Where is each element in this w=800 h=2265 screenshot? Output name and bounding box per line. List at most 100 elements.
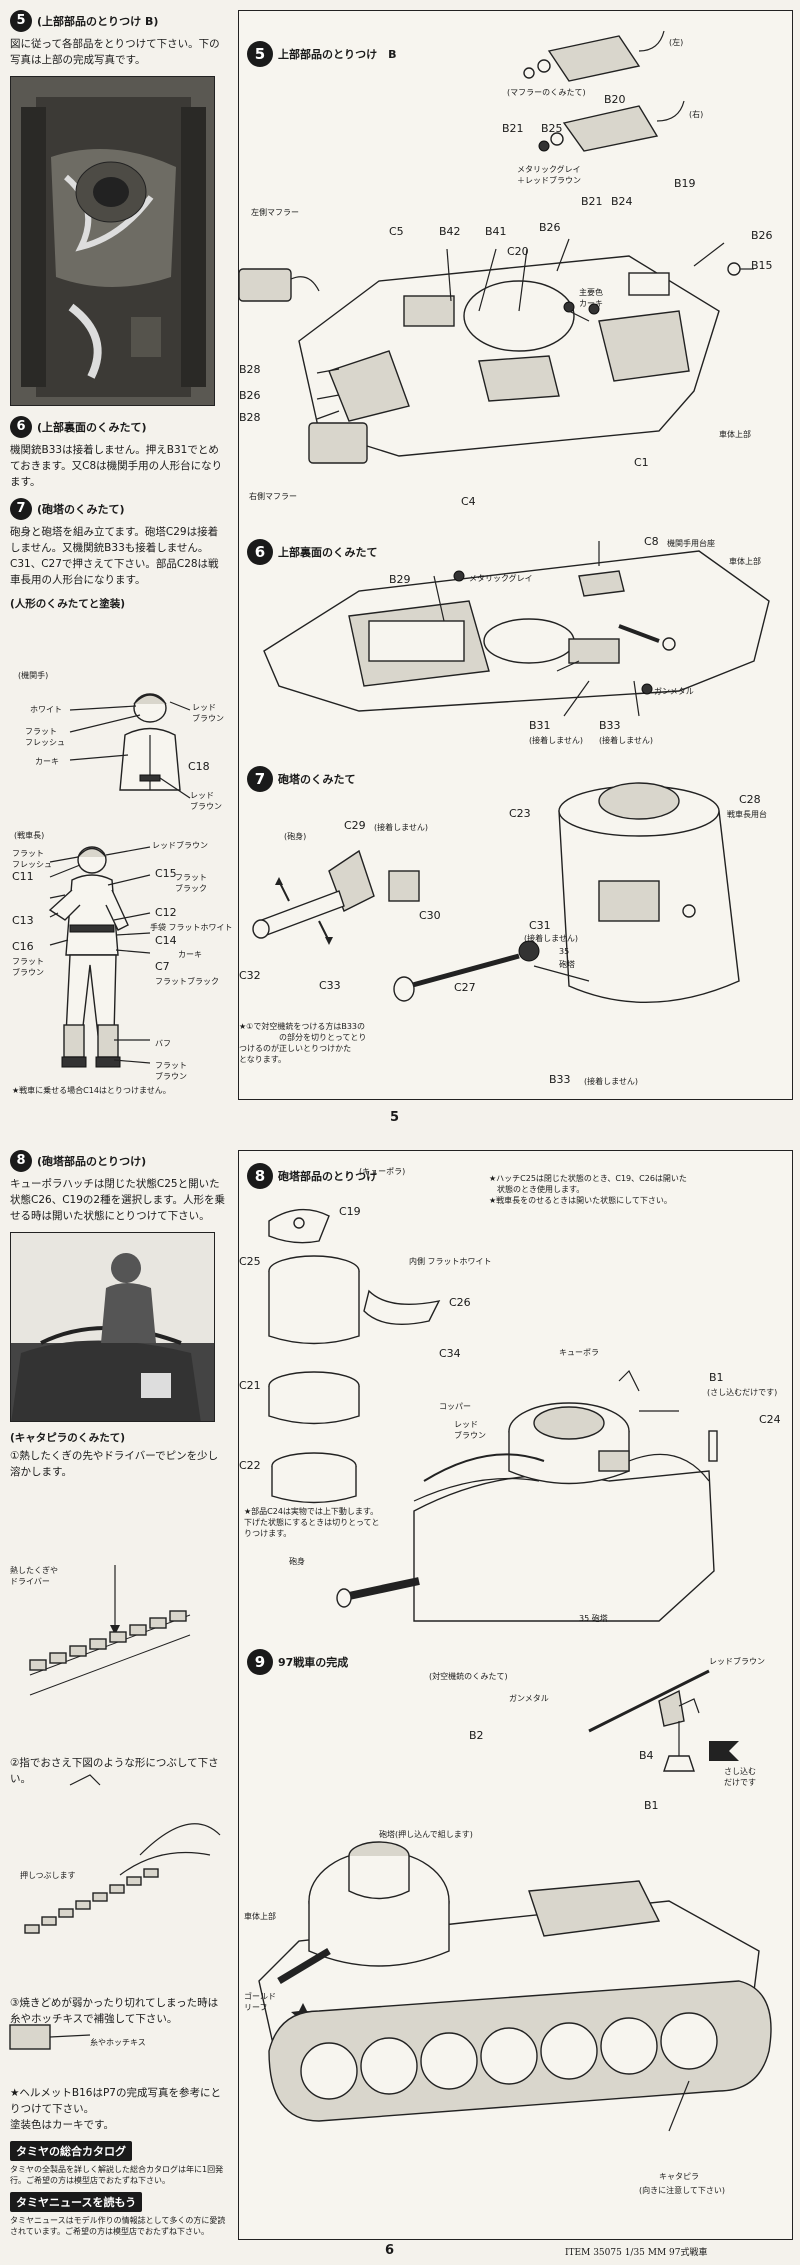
part-b25: B25: [541, 122, 563, 135]
b33-note-7: (接着しません): [584, 1077, 639, 1086]
part-c33: C33: [319, 979, 341, 992]
cupola-title: (キューポラ): [359, 1167, 406, 1176]
part-c31: C31: [529, 919, 551, 932]
turret-35-label: 35 砲塔: [579, 1614, 608, 1623]
c28-note: 戦車長用台: [727, 810, 767, 819]
step-5-number: 5: [10, 10, 32, 32]
driver-label-red-brown-top: レッド ブラウン: [192, 703, 224, 723]
commander-label-c7: C7: [155, 960, 170, 973]
gunmetal-label-9: ガンメタル: [509, 1694, 549, 1703]
part-b41: B41: [485, 225, 507, 238]
right-side-label: (右): [689, 110, 704, 119]
figure-painting-guide: (機関手) ホワイト フラット フレッシュ カーキ レッド ブラウン C18 レ…: [10, 660, 233, 1100]
commander-photo-illustration: [11, 1233, 214, 1421]
part-c29: C29: [344, 819, 366, 832]
part-b26b: B26: [751, 229, 773, 242]
panel-step-6-number: 6: [247, 539, 273, 565]
part-c30: C30: [419, 909, 441, 922]
news-text: タミヤニュースはモデル作りの情報誌として多くの方に愛読されています。ご希望の方は…: [10, 2216, 226, 2236]
step-5-hull-diagram: [238, 30, 754, 464]
panel-step-7-title: 砲塔のくみたて: [278, 773, 356, 786]
panel-step-8-header: 8 砲塔部品のとりつけ: [247, 1163, 377, 1189]
commander-label-red-brown: レッドブラウン: [152, 841, 208, 850]
tracks-step-3: ③焼きどめが弱かったり切れてしまった時は糸やホッチキスで補強して下さい。: [10, 1997, 219, 2025]
commander-label-flat-black-2: フラットブラック: [155, 977, 219, 986]
gunmetal-label: ガンメタル: [654, 687, 694, 696]
page6-left-column: 8 (砲塔部品のとりつけ) キューポラハッチは閉じた状態C25と開いた状態C26…: [10, 1150, 228, 1488]
footer-item-code: ITEM 35075 1/35 MM 97式戦車: [565, 2248, 708, 2258]
metallic-grey-red-brown: メタリックグレイ ＋レッドブラウン: [517, 165, 581, 185]
commander-label-c12: C12: [155, 906, 177, 919]
part-b2: B2: [469, 1729, 484, 1742]
commander-label-flat-brown: フラット ブラウン: [12, 957, 44, 977]
commander-label-flat-brown-2: フラット ブラウン: [155, 1061, 187, 1081]
right-muffler-label: 右側マフラー: [249, 492, 297, 501]
news-banner: タミヤニュースを読もう: [10, 2192, 143, 2212]
red-brown-label-9: レッドブラウン: [709, 1657, 765, 1666]
page-number-5: 5: [390, 1110, 400, 1125]
turret-label: 砲塔: [559, 960, 575, 969]
step-7-title: (砲塔のくみたて): [37, 503, 125, 516]
part-b1-8: B1: [709, 1371, 724, 1384]
tracks-title: (キャタピラのくみたて): [10, 1432, 126, 1444]
turret-press-label: 砲塔(押し込んで組します): [379, 1830, 473, 1839]
commander-label-c13: C13: [12, 914, 34, 927]
part-b4: B4: [639, 1749, 654, 1762]
helmet-note: ★ヘルメットB16はP7の完成写真を参考にとりつけて下さい。 塗装色はカーキです…: [10, 2087, 221, 2131]
figure-painting-title: (人形のくみたてと塗装): [10, 598, 126, 610]
driver-title: (機関手): [18, 671, 49, 680]
heated-nail-label: 熱したくぎや ドライバー: [10, 1566, 58, 1586]
muffler-assembly-title: (マフラーのくみたて): [507, 88, 586, 97]
c29-note: (接着しません): [374, 823, 429, 832]
part-b31: B31: [529, 719, 551, 732]
part-c27: C27: [454, 981, 476, 994]
commander-label-flat-white: 手袋 フラットホワイト: [150, 923, 233, 932]
part-b28b: B28: [239, 411, 261, 424]
tank-photo-illustration: [11, 77, 214, 405]
track-links-2: [24, 1868, 159, 1934]
part-c28: C28: [739, 793, 761, 806]
part-c24: C24: [759, 1413, 781, 1426]
step-5-text: 図に従って各部品をとりつけて下さい。下の写真は上部の完成写真です。: [10, 38, 220, 66]
cupola-label-2: キューポラ: [559, 1348, 599, 1357]
driver-label-white: ホワイト: [30, 705, 62, 714]
thread-staple-label: 糸やホッチキス: [90, 2038, 146, 2047]
step-8-cupola-diagram: [268, 1208, 718, 1622]
part-b15: B15: [751, 259, 773, 272]
page5-right-panel: 5 上部部品のとりつけ B: [238, 10, 793, 1100]
gold-leaf-label: ゴールド リーフ: [244, 1992, 276, 2012]
part-b42: B42: [439, 225, 461, 238]
part-b26c: B26: [239, 389, 261, 402]
part-b33-6: B33: [599, 719, 621, 732]
panel-step-9-title: 97戦車の完成: [278, 1656, 349, 1669]
step-9-completed-tank-diagram: [258, 1669, 772, 2132]
step-6-number: 6: [10, 416, 32, 438]
metallic-grey-label: メタリックグレイ: [469, 574, 533, 583]
tracks-step-2: ②指でおさえ下図のような形につぶして下さい。: [10, 1757, 219, 1785]
part-c22: C22: [239, 1459, 261, 1472]
track-links-1: [29, 1610, 187, 1671]
step-7-number: 7: [10, 498, 32, 520]
tracks-step-2-container: ②指でおさえ下図のような形につぶして下さい。: [10, 1755, 228, 1795]
hull-top-label-5: 車体上部: [719, 430, 751, 439]
panel-step-5-number: 5: [247, 41, 273, 67]
part-c34: C34: [439, 1347, 461, 1360]
part-c26: C26: [449, 1296, 471, 1309]
hull-top-label-6: 車体上部: [729, 557, 761, 566]
left-muffler-label: 左側マフラー: [251, 208, 299, 217]
part-c21: C21: [239, 1379, 261, 1392]
page6-right-panel: 8 砲塔部品のとりつけ (キ: [238, 1150, 793, 2240]
tracks-step-1: ①熱したくぎの先やドライバーでピンを少し溶かします。: [10, 1450, 219, 1478]
driver-label-c18: C18: [188, 760, 210, 773]
part-b24: B24: [611, 195, 633, 208]
tracks-label-9: キャタピラ: [659, 2172, 699, 2181]
red-brown-label-8: レッド ブラウン: [454, 1420, 486, 1440]
commander-label-c16: C16: [12, 940, 34, 953]
page5-left-column: 5 (上部部品のとりつけ B) 図に従って各部品をとりつけて下さい。下の写真は上…: [10, 10, 228, 620]
part-c23: C23: [509, 807, 531, 820]
commander-label-c14: C14: [155, 934, 177, 947]
panel-step-7-number: 7: [247, 766, 273, 792]
aa-gun-title: (対空機銃のくみたて): [429, 1672, 508, 1681]
part-b26a: B26: [539, 221, 561, 234]
main-color-khaki: 主要色 カーキ: [579, 288, 603, 308]
